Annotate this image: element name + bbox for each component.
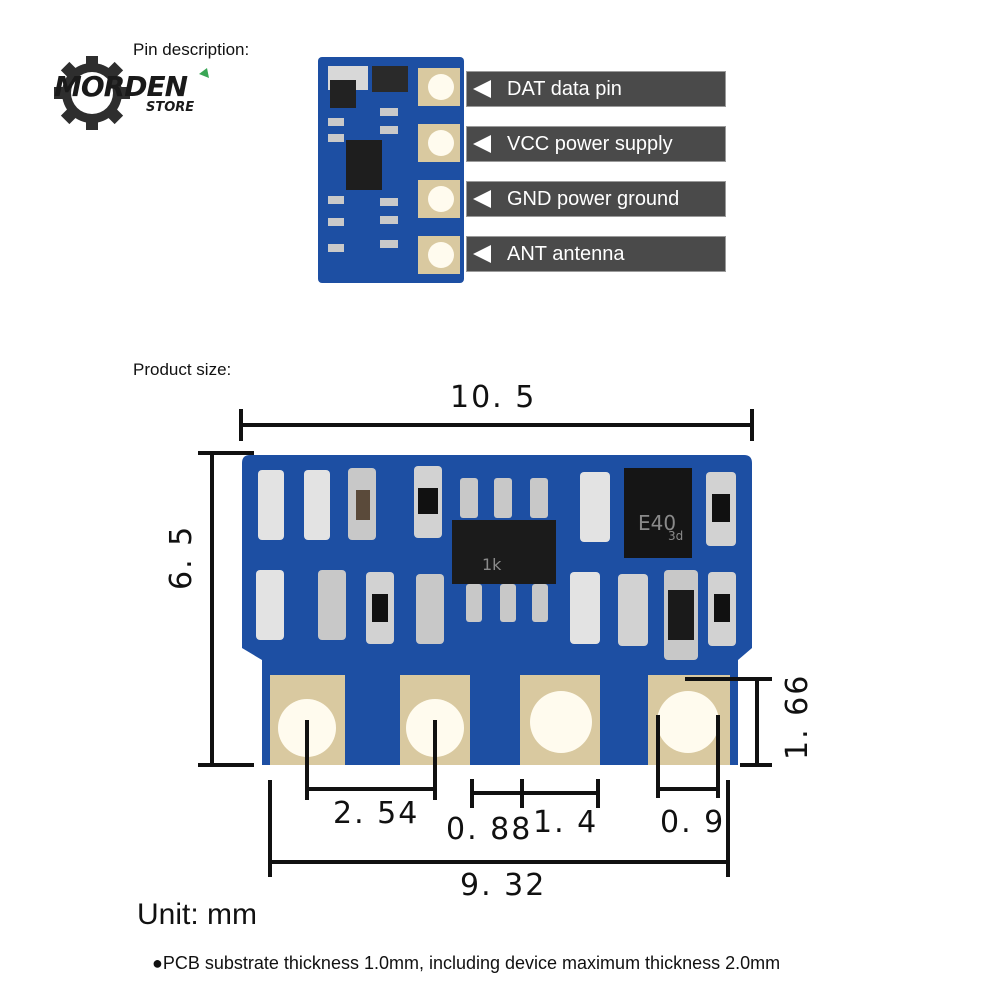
- pin-label-text: ANT antenna: [507, 243, 625, 265]
- arrow-left-icon: [473, 190, 491, 208]
- sot-submarking: 3d: [668, 529, 683, 543]
- product-size-heading: Product size:: [133, 360, 232, 379]
- dim-hole: 0. 9: [660, 805, 726, 840]
- arrow-left-icon: [473, 135, 491, 153]
- dim-span: 9. 32: [460, 868, 547, 903]
- ic-marking: 1k: [482, 555, 502, 574]
- dim-width: 10. 5: [450, 380, 537, 415]
- store-logo: MORDEN STORE: [54, 56, 214, 130]
- small-pcb: [318, 57, 464, 283]
- pin-label-gnd: GND power ground: [466, 181, 726, 217]
- large-pads: [270, 675, 730, 765]
- dim-pad-height: 1. 66: [780, 673, 815, 760]
- dim-height: 6. 5: [164, 524, 199, 590]
- small-chip: [330, 80, 356, 108]
- pin-label-dat: DAT data pin: [466, 71, 726, 107]
- small-ic: [346, 140, 382, 190]
- small-pads: [418, 68, 460, 274]
- small-passives: [328, 108, 398, 252]
- dimension-lines: [198, 409, 772, 877]
- pin-label-vcc: VCC power supply: [466, 126, 726, 162]
- arrow-left-icon: [473, 80, 491, 98]
- thickness-note: ●PCB substrate thickness 1.0mm, includin…: [152, 953, 781, 973]
- pin-label-text: DAT data pin: [507, 78, 622, 100]
- arrow-left-icon: [473, 245, 491, 263]
- dim-pitch: 2. 54: [333, 796, 420, 831]
- logo-wordmark: MORDEN: [54, 70, 188, 103]
- large-components: [256, 466, 736, 660]
- pin-label-ant: ANT antenna: [466, 236, 726, 272]
- sot-marking: E40: [638, 511, 676, 535]
- pin-label-text: VCC power supply: [507, 133, 673, 155]
- logo-subtitle: STORE: [146, 100, 195, 115]
- gear-icon: [54, 56, 209, 130]
- unit-label: Unit: mm: [137, 898, 257, 931]
- pin-label-text: GND power ground: [507, 188, 680, 210]
- pin-description-heading: Pin description:: [133, 40, 250, 59]
- dim-gap-b: 1. 4: [533, 805, 599, 840]
- dim-gap-a: 0. 88: [446, 812, 533, 847]
- small-chip: [372, 66, 408, 92]
